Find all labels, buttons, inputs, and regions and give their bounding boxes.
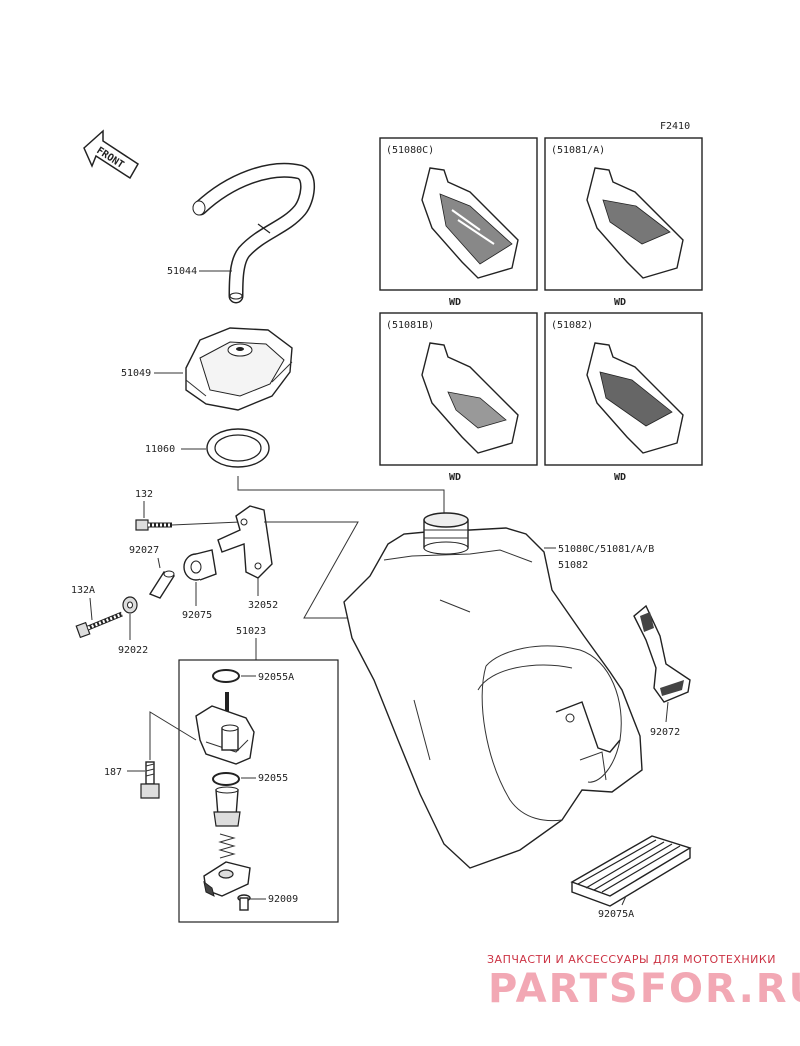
part-label-32052: 32052 [248, 600, 278, 611]
part-label-51023: 51023 [236, 626, 266, 637]
inset-label-51081b: (51081B) [386, 320, 434, 331]
part-label-11060: 11060 [145, 444, 175, 455]
inset-variant-51081a: WD [614, 297, 626, 308]
o-ring-a [212, 669, 240, 683]
watermark-tagline: ЗАПЧАСТИ И АКСЕССУАРЫ ДЛЯ МОТОТЕХНИКИ [487, 953, 776, 966]
inset-label-51082: (51082) [551, 320, 593, 331]
inset-label-51081a: (51081/A) [551, 145, 605, 156]
fuel-tank [343, 512, 643, 869]
part-label-tank-line2: 51082 [558, 560, 588, 571]
front-arrow-icon: FRONT [83, 129, 140, 180]
part-label-132: 132 [135, 489, 153, 500]
fuel-hose [192, 162, 315, 304]
inset-variant-51080c: WD [449, 297, 461, 308]
part-label-tank-line1: 51080C/51081/A/B [558, 544, 654, 555]
part-label-92022: 92022 [118, 645, 148, 656]
collar [148, 570, 176, 599]
bolt-132 [135, 519, 172, 531]
inset-variant-51081b: WD [449, 472, 461, 483]
part-label-51049: 51049 [121, 368, 151, 379]
bracket [217, 505, 273, 579]
inset-panel-51081a: (51081/A) WD [544, 137, 703, 308]
part-label-51044: 51044 [167, 266, 197, 277]
fuel-cock-assy-box [178, 659, 339, 923]
watermark: ЗАПЧАСТИ И АКСЕССУАРЫ ДЛЯ МОТОТЕХНИКИ PA… [487, 953, 800, 1012]
gasket [206, 428, 270, 468]
inset-panel-51082: (51082) WD [544, 312, 703, 483]
fuel-cap [185, 327, 293, 411]
part-label-92009: 92009 [268, 894, 298, 905]
inset-panel-51080c: (51080C) WD [379, 137, 538, 308]
spring [218, 833, 236, 859]
tank-pad [570, 835, 692, 907]
part-label-92072: 92072 [650, 727, 680, 738]
inset-label-51080c: (51080C) [386, 145, 434, 156]
part-label-187: 187 [104, 767, 122, 778]
fuel-cock-body [195, 692, 255, 765]
part-label-92055: 92055 [258, 773, 288, 784]
part-label-92027: 92027 [129, 545, 159, 556]
figure-code: F2410 [660, 121, 690, 132]
fuel-filter [213, 786, 241, 827]
damper [183, 549, 217, 581]
screw [237, 894, 251, 911]
part-label-92075: 92075 [182, 610, 212, 621]
part-label-92075a: 92075A [598, 909, 634, 920]
inset-variant-51082: WD [614, 472, 626, 483]
bolt-132a [75, 611, 123, 639]
o-ring [212, 772, 240, 786]
inset-panel-51081b: (51081B) WD [379, 312, 538, 483]
watermark-brand: PARTSFOR.RU [488, 966, 800, 1012]
washer [122, 596, 138, 614]
bolt-187 [140, 761, 160, 799]
part-label-132a: 132A [71, 585, 95, 596]
part-label-92055a: 92055A [258, 672, 294, 683]
lever-plate [203, 861, 251, 897]
tank-band [633, 604, 691, 703]
